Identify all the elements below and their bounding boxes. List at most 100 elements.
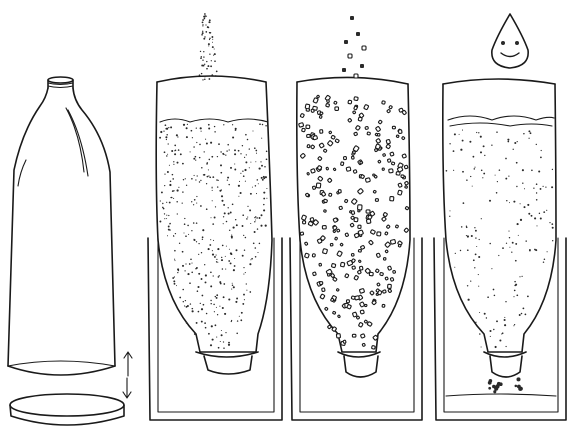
sand-grain [197,175,198,176]
sand-grain [174,276,175,277]
sand-grain [202,19,204,21]
sand-grain [202,22,204,24]
sand-grain [223,296,225,298]
sand-grain [209,176,211,178]
gravel-stone [340,243,343,246]
sand-pouring [199,13,218,80]
water-particle [524,188,525,189]
sand-grain [196,142,197,143]
sand-grain [173,161,174,162]
sand-grain [168,215,169,216]
water-particle [475,230,477,232]
sand-grain [184,223,186,225]
sand-grain [244,299,245,300]
sand-grain [205,281,207,283]
gravel-stone [376,138,381,143]
sand-grain [207,176,209,178]
water-particle [489,330,491,332]
sand-grain [208,43,210,45]
gravel-stone [299,123,304,128]
water-particle [518,235,519,236]
gravel-stone [373,190,376,193]
sand-grain [176,201,178,203]
gravel-stone [307,134,311,137]
gravel-stone [351,296,355,300]
sand-grain [240,153,241,154]
sand-grain [166,218,167,219]
water-particle [528,138,529,139]
sand-grain [242,255,244,257]
water-particle [516,294,518,296]
sand-grain [190,303,191,304]
gravel-stone [360,334,365,339]
sand-grain [220,172,222,174]
sand-grain [204,78,206,80]
gravel-stone [390,196,394,201]
gravel-stone [358,260,361,263]
water-particle [528,130,530,132]
sand-grain [197,340,198,341]
sand-grain [182,163,184,165]
gravel-stone [354,275,359,280]
sand-grain [183,179,184,180]
sand-grain [167,235,168,236]
sand-grain [220,151,221,152]
sand-grain [169,223,171,225]
sand-grain [235,129,237,131]
sand-grain [200,303,201,304]
gravel-stone [354,106,358,110]
sand-grain [260,161,261,162]
sand-grain [160,131,162,133]
gravel-stone [383,153,386,156]
sand-grain [228,298,230,300]
sand-grain [174,145,176,147]
water-particle [489,200,491,202]
water-particle [474,227,475,228]
sand-grain [212,42,213,43]
sand-grain [172,277,174,279]
water-particle [505,158,507,160]
water-particle [461,226,463,228]
water-particle [479,333,481,335]
water-particle [552,227,554,229]
sand-grain [262,179,264,181]
sand-grain [214,126,215,127]
sand-grain [243,175,245,177]
water-particle [522,182,523,183]
sand-grain [263,209,265,211]
sand-grain [193,204,194,205]
gravel-stone [300,232,304,235]
gravel-stone [348,118,352,122]
water-particle [474,267,475,268]
water-drip [515,385,518,388]
sand-grain [263,192,265,194]
gravel-stone [318,156,322,160]
sand-grain [203,304,205,306]
sand-grain [229,249,230,250]
water-particle [513,149,514,150]
water-particle [534,249,536,251]
sand-grain [180,153,182,155]
water-particle [525,240,526,241]
gravel-stone [377,133,380,136]
gravel-stone [401,136,405,139]
water-particle [540,188,542,190]
sand-grain [261,177,263,179]
drips [488,377,523,393]
gravel-falling [342,16,366,78]
sand-grain [249,148,250,149]
sand-grain [199,144,201,146]
water-particle [507,139,509,141]
sand-grain [205,274,207,276]
water-particle [453,150,455,152]
water-particle [496,192,498,194]
water-particle [478,274,479,275]
sand-grain [221,257,222,258]
gravel-stone [313,98,318,104]
sand-grain [259,123,261,125]
sand-grain [256,153,257,154]
water-particle [523,133,524,134]
sand-grain [234,149,236,151]
gravel-stone [326,167,329,170]
sand-grain [245,161,247,163]
